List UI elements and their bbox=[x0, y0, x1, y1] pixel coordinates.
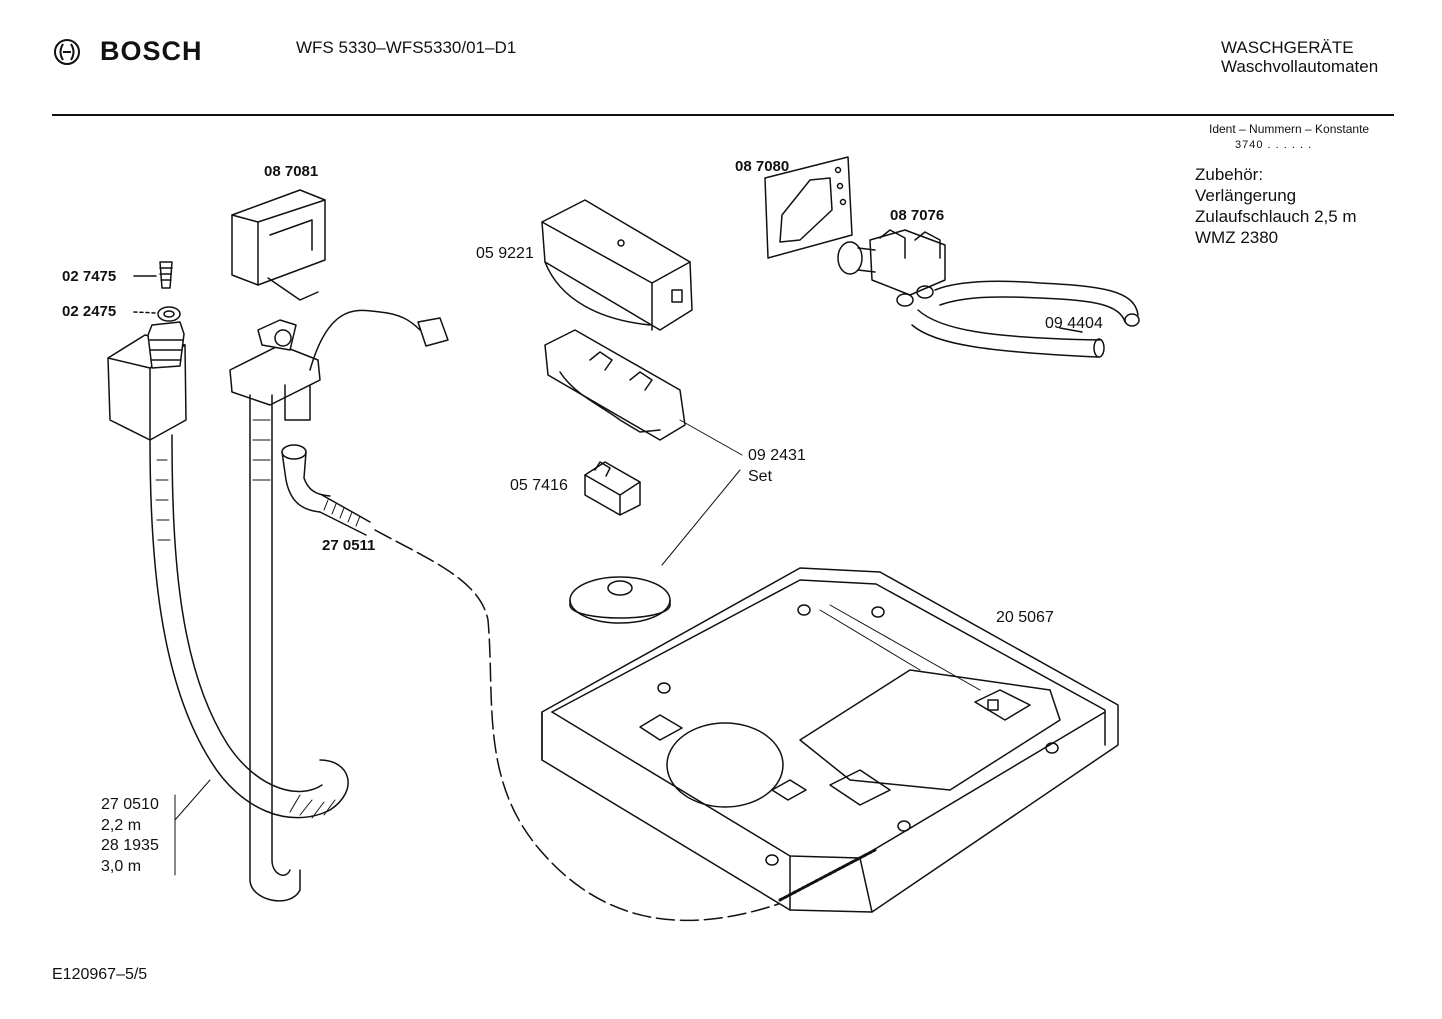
label-087081: 08 7081 bbox=[264, 163, 319, 180]
part-059221-housing bbox=[541, 199, 693, 331]
part-disc bbox=[569, 576, 671, 624]
part-270511-elbow bbox=[281, 444, 791, 922]
label-022475: 02 2475 bbox=[62, 303, 117, 320]
callout-bracket bbox=[174, 779, 211, 876]
part-aquastop-valve bbox=[107, 321, 187, 441]
label-270511: 27 0511 bbox=[322, 537, 376, 554]
part-087081-cap bbox=[231, 189, 326, 301]
document-id: E120967–5/5 bbox=[52, 966, 148, 983]
part-087080-plate bbox=[764, 156, 853, 259]
part-drain-hose-bracket bbox=[229, 309, 449, 902]
part-057416-switch bbox=[584, 461, 641, 516]
label-092431: 09 2431 bbox=[748, 447, 806, 464]
model-number: WFS 5330–WFS5330/01–D1 bbox=[296, 38, 517, 57]
category-subtitle: Waschvollautomaten bbox=[1221, 57, 1379, 76]
brand-name: BOSCH bbox=[100, 36, 203, 66]
label-281935: 28 1935 bbox=[101, 837, 159, 854]
category-title: WASCHGERÄTE bbox=[1221, 38, 1354, 57]
label-057416: 05 7416 bbox=[510, 477, 568, 494]
label-059221: 05 9221 bbox=[476, 245, 534, 262]
header-divider bbox=[52, 114, 1394, 116]
brand-logo: BOSCH bbox=[52, 36, 203, 67]
label-205067: 20 5067 bbox=[996, 609, 1054, 626]
label-087080: 08 7080 bbox=[735, 158, 790, 175]
part-087076-valve bbox=[837, 229, 946, 307]
part-027475-sieve bbox=[133, 261, 173, 289]
part-094404-hoses bbox=[911, 280, 1140, 358]
label-270510: 27 0510 bbox=[101, 796, 159, 813]
part-022475-washer bbox=[133, 306, 181, 322]
label-092431-set: Set bbox=[748, 468, 773, 485]
part-092431-clip-frame bbox=[544, 329, 686, 441]
accessory-line: Verlängerung bbox=[1195, 186, 1297, 205]
bosch-armature-icon bbox=[54, 38, 80, 65]
label-087076: 08 7076 bbox=[890, 207, 945, 224]
ident-label: Ident – Nummern – Konstante bbox=[1209, 122, 1370, 136]
part-205067-base-plate bbox=[541, 567, 1119, 913]
label-027475: 02 7475 bbox=[62, 268, 117, 285]
label-270510-length: 2,2 m bbox=[101, 817, 142, 834]
label-281935-length: 3,0 m bbox=[101, 858, 142, 875]
label-094404: 09 4404 bbox=[1045, 315, 1103, 332]
ident-number: 3740 . . . . . . bbox=[1235, 139, 1313, 151]
accessory-line: WMZ 2380 bbox=[1195, 228, 1279, 247]
accessory-line: Zulaufschlauch 2,5 m bbox=[1195, 207, 1357, 226]
part-270510-inlet-hose bbox=[149, 434, 349, 819]
accessories-heading: Zubehör: bbox=[1195, 165, 1264, 184]
